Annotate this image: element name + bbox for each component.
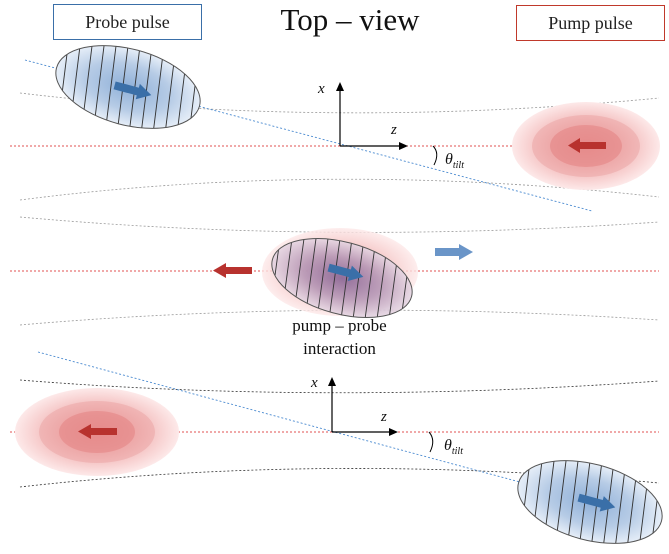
right-arrow-icon — [113, 81, 152, 100]
z-axis-label: z — [390, 122, 397, 138]
right-arrow-icon — [577, 493, 616, 512]
right-arrow-icon — [435, 244, 473, 260]
pump-pulse-bottom — [15, 388, 179, 476]
guide-curve — [19, 216, 660, 233]
probe-pulse-bottom — [516, 446, 669, 554]
left-arrow-icon — [213, 263, 252, 278]
theta-label: θtilt — [445, 151, 464, 171]
right-arrow-icon — [327, 263, 364, 282]
theta-arc — [428, 431, 434, 453]
axes-bottom: x z — [310, 375, 398, 436]
pump-pulse-label: Pump pulse — [516, 5, 665, 41]
probe-pulse-label: Probe pulse — [53, 4, 202, 40]
axes-top: x z — [317, 81, 408, 150]
x-axis-label: x — [310, 375, 318, 391]
x-axis-label: x — [317, 81, 325, 97]
left-arrow-icon — [78, 424, 117, 439]
pump-pulse-text: Pump pulse — [548, 12, 633, 33]
probe-pulse-top — [54, 31, 210, 143]
theta-label: θtilt — [444, 437, 463, 457]
probe-pulse-text: Probe pulse — [85, 11, 170, 32]
interaction-line-2: interaction — [303, 339, 376, 358]
guide-curve — [19, 309, 660, 326]
diagram-title: Top – view — [280, 2, 420, 37]
left-arrow-icon — [568, 138, 606, 153]
guide-curve — [19, 178, 660, 201]
interaction-caption: pump – probe interaction — [262, 314, 417, 360]
z-axis-label: z — [380, 409, 387, 425]
interaction-line-1: pump – probe — [292, 316, 387, 335]
guide-curve — [19, 379, 660, 394]
guide-curve — [19, 468, 660, 488]
probe-tilt-line — [37, 351, 606, 506]
theta-arc — [432, 145, 438, 166]
pump-pulse-top — [512, 102, 660, 190]
